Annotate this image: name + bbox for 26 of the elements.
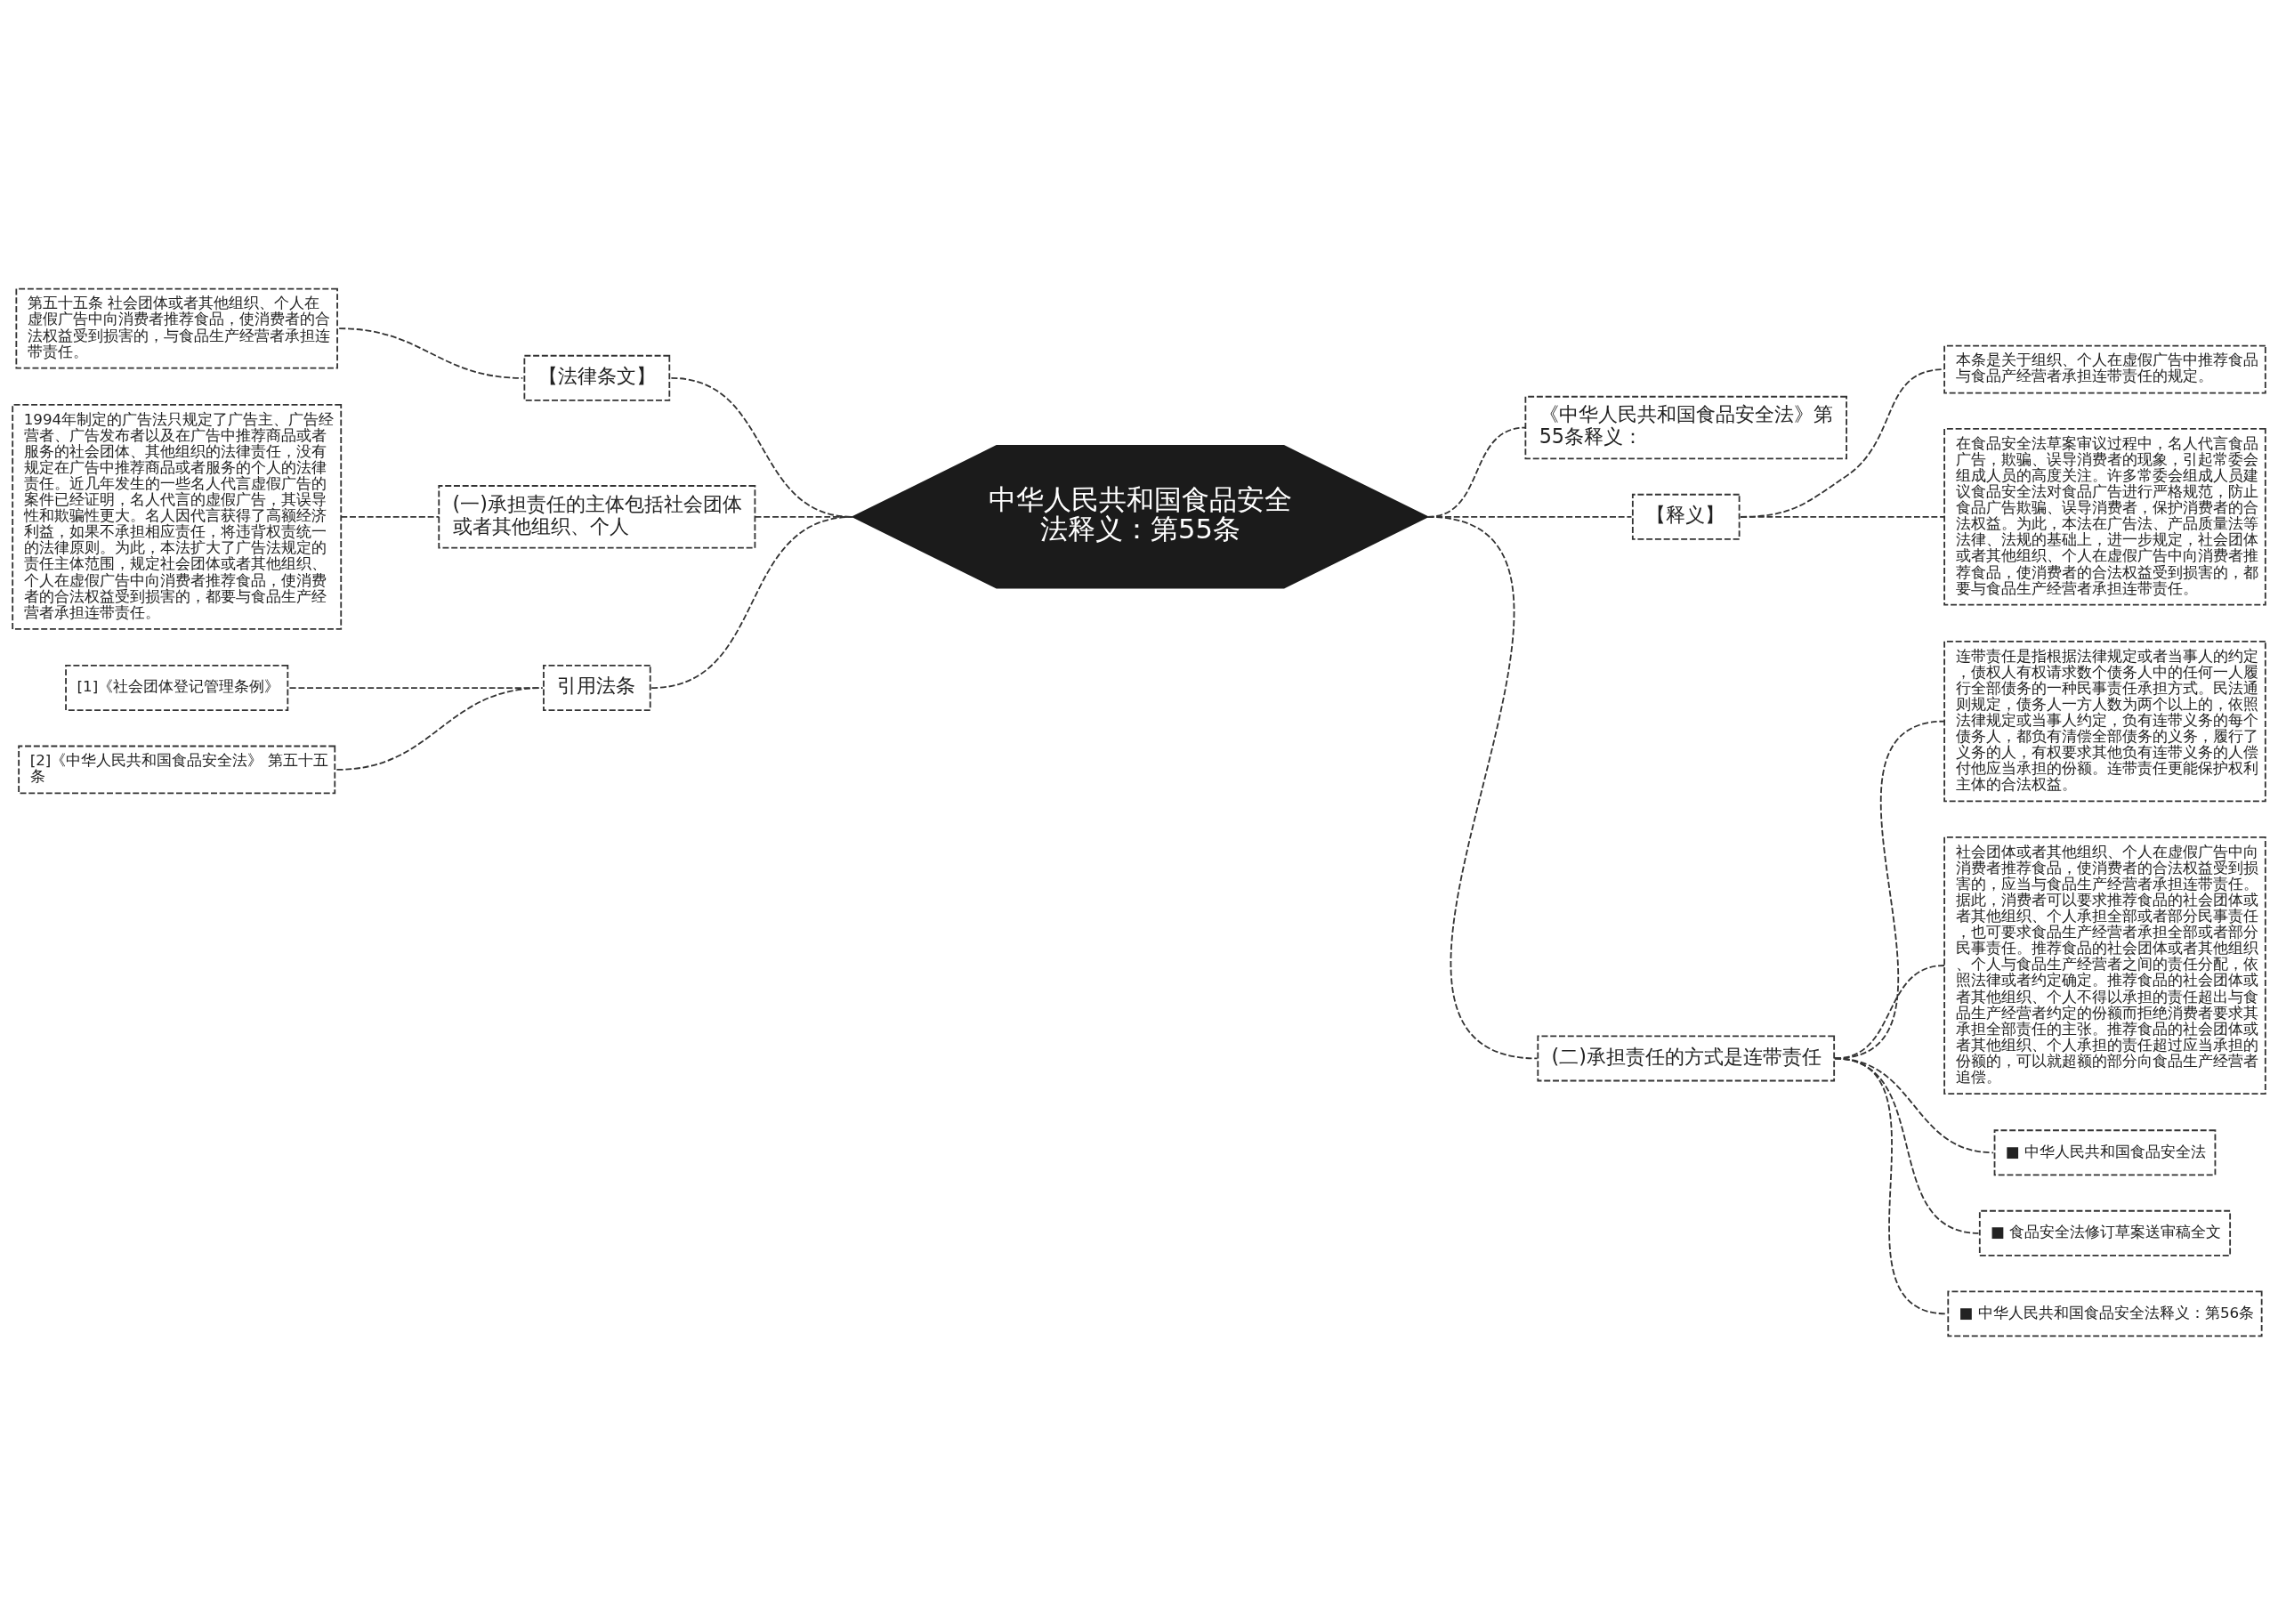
node-box: 社会团体或者其他组织、个人在虚假广告中向消费者推荐食品，使消费者的合法权益受到损害的，应当与食品生产经营者承担连带责任。据此，消费者可以要求推荐食品的社会团体或者其他组织、个人承担全部或者部分民事责任，也可要求食品生产经营者承担全部或者部分民事责任。推荐食品的社会团体或者其他组织、个人与食品生产经营者之间的责任分配，依照法律或者约定确定。推荐食品的社会团体或者其他组织、个人不得以承担的责任超出与食品生产经营者约定的份额而拒绝消费者要求其承担全部责任的主张。推荐食品的社会团体或者其他组织、个人承担的责任超过应当承担的份额的，可以就超额的部分向食品生产经营者追偿。 (1943, 836, 2266, 1095)
connector (1740, 515, 1946, 518)
node-box: 《中华人民共和国食品安全法》第55条释义： (1524, 395, 1847, 459)
node-box: 【法律条文】 (523, 354, 671, 401)
connector (340, 515, 440, 518)
node-box: (一)承担责任的主体包括社会团体或者其他组织、个人 (438, 484, 756, 549)
connector (1740, 368, 1946, 518)
node-box: 引用法条 (543, 664, 651, 711)
connector (1833, 1057, 1948, 1314)
connector (335, 686, 544, 771)
node-box: 第五十五条 社会团体或者其他组织、个人在虚假广告中向消费者推荐食品，使消费者的合法权益受到损害的，与食品生产经营者承担连带责任。 (15, 287, 338, 369)
node-box: 1994年制定的广告法只规定了广告主、广告经营者、广告发布者以及在广告中推荐商品或者服务的社会团体、其他组织的法律责任，没有规定在广告中推荐商品或者服务的个人的法律责任。近几年发生的一些名人代言虚假广告的案件已经证明，名人代言的虚假广告，其误导性和欺骗性更大。名人因代言获得了高额经济利益，如果不承担相应责任，将违背权责统一的法律原则。为此，本法扩大了广告法规定的责任主体范围，规定社会团体或者其他组织、个人在虚假广告中向消费者推荐食品，使消费者的合法权益受到损害的，都要与食品生产经营者承担连带责任。 (12, 403, 343, 630)
node-box: 本条是关于组织、个人在虚假广告中推荐食品与食品产经营者承担连带责任的规定。 (1943, 344, 2266, 393)
node-box: (二)承担责任的方式是连带责任 (1537, 1035, 1836, 1081)
connector (338, 327, 524, 379)
node-box: 【释义】 (1631, 493, 1741, 540)
node-box: ■ 中华人民共和国食品安全法释义：第56条 (1947, 1289, 2263, 1337)
node-box: [1]《社会团体登记管理条例》 (65, 664, 289, 711)
node-box: [2]《中华人民共和国食品安全法》 第五十五条 (18, 745, 336, 794)
connector (650, 515, 854, 689)
node-box: 在食品安全法草案审议过程中，名人代言食品广告，欺骗、误导消费者的现象，引起常委会组成人员的高度关注。许多常委会组成人员建议食品安全法对食品广告进行严格规范，防止食品广告欺骗、误导消费者，保护消费者的合法权益。为此，本法在广告法、产品质量法等法律、法规的基础上，进一步规定，社会团体或者其他组织、个人在虚假广告中向消费者推荐食品，使消费者的合法权益受到损害的，都要与食品生产经营者承担连带责任。 (1943, 427, 2266, 606)
connector (288, 686, 544, 689)
node-box: ■ 食品安全法修订草案送审稿全文 (1978, 1209, 2232, 1256)
node-box: 连带责任是指根据法律规定或者当事人的约定，债权人有权请求数个债务人中的任何一人履行全部债务的一种民事责任承担方式。民法通则规定，债务人一方人数为两个以上的，依照法律规定或当事人约定，负有连带义务的每个债务人，都负有清偿全部债务的义务，履行了义务的人，有权要求其他负有连带义务的人偿付他应当承担的份额。连带责任更能保护权利主体的合法权益。 (1943, 640, 2266, 802)
node-box: ■ 中华人民共和国食品安全法 (1993, 1128, 2217, 1176)
connector (1426, 515, 1539, 1059)
